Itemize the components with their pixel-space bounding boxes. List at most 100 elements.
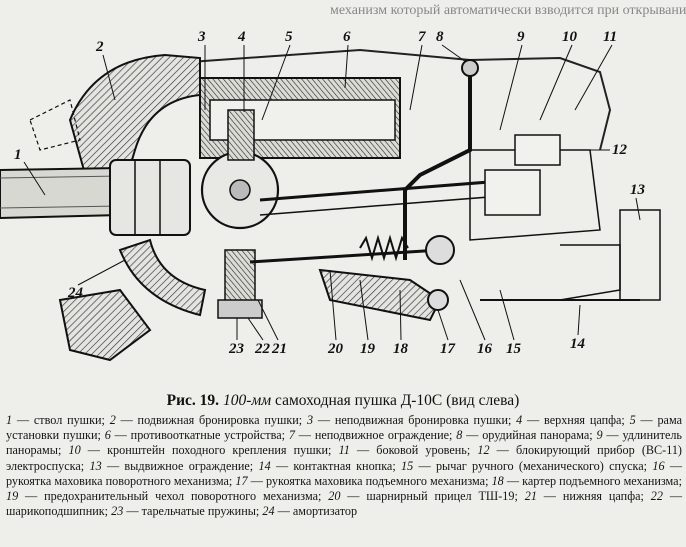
legend-item-text: — боковой уровень; bbox=[349, 443, 478, 458]
legend-item: 24 — амортизатор bbox=[262, 504, 357, 518]
legend-item: 8 — орудийная панорама; bbox=[456, 428, 596, 442]
callout-19: 19 bbox=[360, 341, 375, 357]
legend-item: 17 — рукоятка маховика подъемного механи… bbox=[235, 474, 491, 488]
legend-item-text: — блокирующий прибор (ВС-11) электроспус… bbox=[6, 443, 682, 473]
legend-item: 3 — неподвижная бронировка пушки; bbox=[307, 413, 516, 427]
callout-10: 10 bbox=[562, 29, 577, 45]
legend-item-number: 16 bbox=[652, 458, 665, 473]
legend-item-text: — рукоятка маховика подъемного механизма… bbox=[247, 473, 492, 488]
legend-item: 15 — рычаг ручного (механического) спуск… bbox=[401, 459, 652, 473]
legend-item-text: — орудийная панорама; bbox=[462, 428, 597, 443]
caption-text: самоходная пушка Д-10С (вид слева) bbox=[275, 392, 520, 409]
legend-item-number: 14 bbox=[258, 458, 271, 473]
legend-item: 16 — рукоятка маховика поворотного механ… bbox=[6, 459, 682, 488]
legend-item-number: 19 bbox=[6, 489, 19, 504]
callout-18: 18 bbox=[393, 341, 408, 357]
callout-2: 2 bbox=[96, 39, 104, 55]
legend-item-text: — неподвижное ограждение; bbox=[294, 428, 457, 443]
legend-item-number: 10 bbox=[68, 443, 81, 458]
legend-item: 20 — шарнирный прицел ТШ-19; bbox=[328, 489, 524, 503]
legend-item-text: — противооткатные устройства; bbox=[110, 428, 289, 443]
legend-item-text: — нижняя цапфа; bbox=[536, 489, 651, 504]
legend-item: 11 — боковой уровень; bbox=[339, 443, 478, 457]
legend-item: 10 — кронштейн походного крепления пушки… bbox=[68, 443, 338, 457]
bleed-text: механизм который автоматически взводится… bbox=[330, 3, 686, 18]
legend-item-text: — ствол пушки; bbox=[12, 413, 110, 427]
callout-16: 16 bbox=[477, 341, 492, 357]
legend-item-text: — картер подъемного механизма; bbox=[503, 473, 682, 488]
callout-7: 7 bbox=[418, 29, 426, 45]
legend-item-text: — рама установки пушки; bbox=[6, 413, 683, 443]
legend-item-text: — рычаг ручного (механического) спуска; bbox=[413, 458, 653, 473]
callout-1: 1 bbox=[14, 147, 22, 163]
caption-caliber: 100-мм bbox=[222, 392, 272, 409]
legend-item-number: 9 bbox=[596, 428, 603, 443]
legend-item-text: — кронштейн походного крепления пушки; bbox=[80, 443, 339, 458]
legend-item-text: — тарельчатые пружины; bbox=[123, 504, 263, 519]
legend-item: 1 — ствол пушки; bbox=[6, 413, 110, 427]
legend-item-number: 3 bbox=[306, 413, 314, 427]
legend-item-number: 2 bbox=[109, 413, 116, 427]
callout-9: 9 bbox=[517, 29, 525, 45]
legend-item-number: 1 bbox=[6, 413, 13, 427]
legend-item-text: — верхняя цапфа; bbox=[522, 413, 630, 427]
legend-item: 6 — противооткатные устройства; bbox=[105, 428, 289, 442]
callout-17: 17 bbox=[440, 341, 455, 357]
legend-item-text: — удлинитель панорамы; bbox=[6, 428, 682, 458]
callout-23: 23 bbox=[229, 341, 244, 357]
callout-22: 22 bbox=[255, 341, 270, 357]
legend-item-number: 5 bbox=[629, 413, 636, 427]
legend-item-number: 24 bbox=[262, 504, 275, 519]
legend-item-text: — неподвижная бронировка пушки; bbox=[313, 413, 517, 427]
legend-item-text: — шарнирный прицел ТШ-19; bbox=[340, 489, 525, 504]
legend-item: 4 — верхняя цапфа; bbox=[516, 413, 629, 427]
legend-item: 21 — нижняя цапфа; bbox=[525, 489, 651, 503]
callout-13: 13 bbox=[630, 182, 645, 198]
legend-item: 9 — удлинитель панорамы; bbox=[6, 428, 682, 457]
callout-14: 14 bbox=[570, 336, 585, 352]
legend-item-number: 4 bbox=[516, 413, 523, 427]
legend-item-number: 8 bbox=[456, 428, 463, 443]
legend-item: 5 — рама установки пушки; bbox=[6, 413, 682, 442]
legend-item-text: — предохранительный чехол поворотного ме… bbox=[18, 489, 329, 504]
legend-item: 18 — картер подъемного механизма; bbox=[492, 474, 682, 488]
legend-item: 19 — предохранительный чехол поворотного… bbox=[6, 489, 328, 503]
callout-11: 11 bbox=[603, 29, 618, 45]
legend-item-number: 13 bbox=[89, 458, 102, 473]
legend-item-text: — контактная кнопка; bbox=[270, 458, 402, 473]
callout-15: 15 bbox=[506, 341, 521, 357]
legend-item: 7 — неподвижное ограждение; bbox=[289, 428, 456, 442]
legend-item-text: — амортизатор bbox=[274, 504, 358, 519]
legend-item-number: 12 bbox=[477, 443, 490, 458]
figure-legend: 1 — ствол пушки; 2 — подвижная бронировк… bbox=[6, 413, 682, 519]
legend-item-text: — выдвижное ограждение; bbox=[101, 458, 259, 473]
legend-item: 23 — тарельчатые пружины; bbox=[111, 504, 262, 518]
callout-5: 5 bbox=[285, 29, 293, 45]
callout-21: 21 bbox=[272, 341, 287, 357]
callout-4: 4 bbox=[238, 29, 246, 45]
legend-item-number: 18 bbox=[491, 473, 504, 488]
legend-item: 22 — шарикоподшипник; bbox=[6, 489, 682, 518]
caption-label: Рис. 19. bbox=[166, 392, 220, 409]
legend-item: 2 — подвижная бронировка пушки; bbox=[110, 413, 307, 427]
callout-12: 12 bbox=[612, 142, 627, 158]
legend-item-text: — шарикоподшипник; bbox=[6, 489, 683, 519]
legend-item-text: — рукоятка маховика поворотного механизм… bbox=[6, 458, 683, 488]
legend-item-number: 23 bbox=[111, 504, 124, 519]
legend-item-number: 6 bbox=[104, 428, 111, 443]
figure-caption: Рис. 19. 100-мм самоходная пушка Д-10С (… bbox=[0, 392, 686, 410]
gun-diagram: механизм который автоматически взводится… bbox=[0, 3, 686, 362]
legend-item-number: 15 bbox=[401, 458, 414, 473]
callout-6: 6 bbox=[343, 29, 351, 45]
legend-item-number: 17 bbox=[235, 473, 248, 488]
legend-item: 12 — блокирующий прибор (ВС-11) электрос… bbox=[6, 443, 682, 472]
legend-item-number: 22 bbox=[650, 489, 663, 504]
gun-drawing: механизм который автоматически взводится… bbox=[0, 3, 686, 362]
barrel bbox=[0, 166, 121, 220]
legend-item-text: — подвижная бронировка пушки; bbox=[115, 413, 307, 427]
legend-item-number: 7 bbox=[288, 428, 295, 443]
callout-20: 20 bbox=[328, 341, 343, 357]
callout-3: 3 bbox=[198, 29, 206, 45]
callout-8: 8 bbox=[436, 29, 444, 45]
legend-item-number: 21 bbox=[524, 489, 537, 504]
